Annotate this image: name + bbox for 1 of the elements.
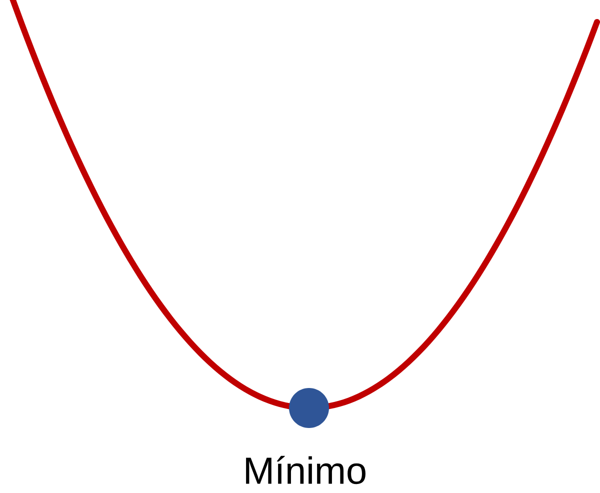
point-label: Mínimo: [246, 456, 366, 484]
